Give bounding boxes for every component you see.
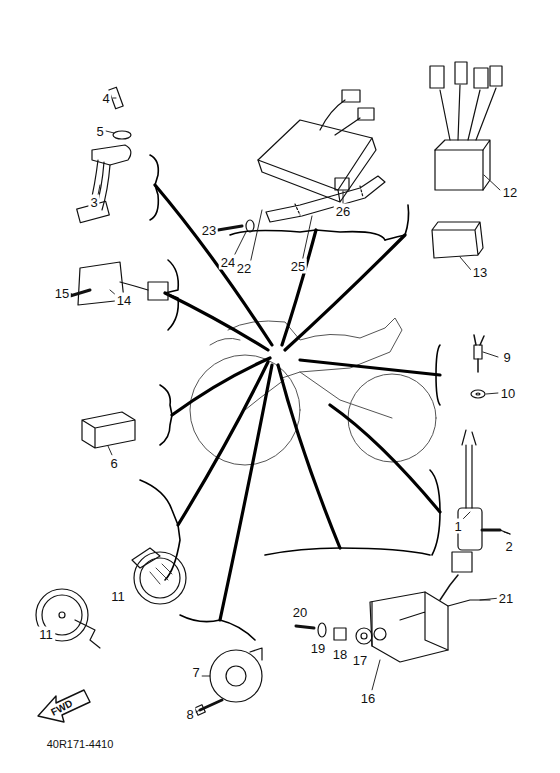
callout-number: 26 [334,204,352,219]
callout-number: 13 [471,265,489,280]
callout-number: 19 [309,641,327,656]
callout-number: 3 [88,195,99,210]
callout-number: 21 [497,591,515,606]
callout-number: 11 [37,627,55,642]
callout-number: 5 [94,124,105,139]
callout-number: 6 [108,456,119,471]
callout-number: 18 [331,647,349,662]
callout-number: 11 [109,589,127,604]
callout-number: 10 [499,386,517,401]
callout-number: 9 [501,350,512,365]
callout-number: 8 [184,707,195,722]
callout-number: 22 [235,261,253,276]
callout-number: 25 [289,259,307,274]
callout-number: 12 [501,185,519,200]
callout-number: 20 [291,605,309,620]
callout-number: 2 [503,539,514,554]
callout-number: 7 [190,665,201,680]
callout-number: 15 [53,286,71,301]
drawing-code: 40R171-4410 [45,738,116,751]
callout-number: 17 [351,653,369,668]
callout-number: 16 [359,691,377,706]
callout-number: 1 [452,519,463,534]
callout-number: 4 [100,91,111,106]
callout-number: 14 [115,293,133,308]
callout-number: 23 [200,223,218,238]
